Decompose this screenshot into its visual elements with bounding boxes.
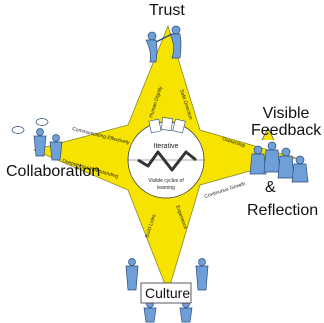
papers-illustration	[148, 117, 186, 134]
people-trust-illustration	[145, 25, 182, 63]
people-collaboration-illustration	[11, 118, 63, 161]
corner-label-culture: Culture	[145, 285, 191, 301]
center-label-learning: learning	[157, 185, 175, 191]
corner-label-trust: Trust	[149, 2, 185, 19]
corner-label-visible-feedback: Visible Feedback	[251, 105, 322, 139]
center-label-visible-cycles: Visible cycles of	[148, 178, 184, 184]
arm-label-continuous-growth: Continuous Growth	[204, 181, 247, 200]
people-feedback-illustration	[249, 127, 309, 183]
corner-label-collaboration: Collaboration	[6, 163, 101, 180]
cycle-zigzag	[137, 150, 197, 172]
corner-label-reflection: Reflection	[247, 202, 319, 219]
center-label-iterative: Iterative	[154, 143, 179, 150]
people-culture-illustration	[125, 258, 209, 323]
culture-box	[140, 282, 192, 304]
corner-label-ampersand: &	[265, 179, 276, 196]
